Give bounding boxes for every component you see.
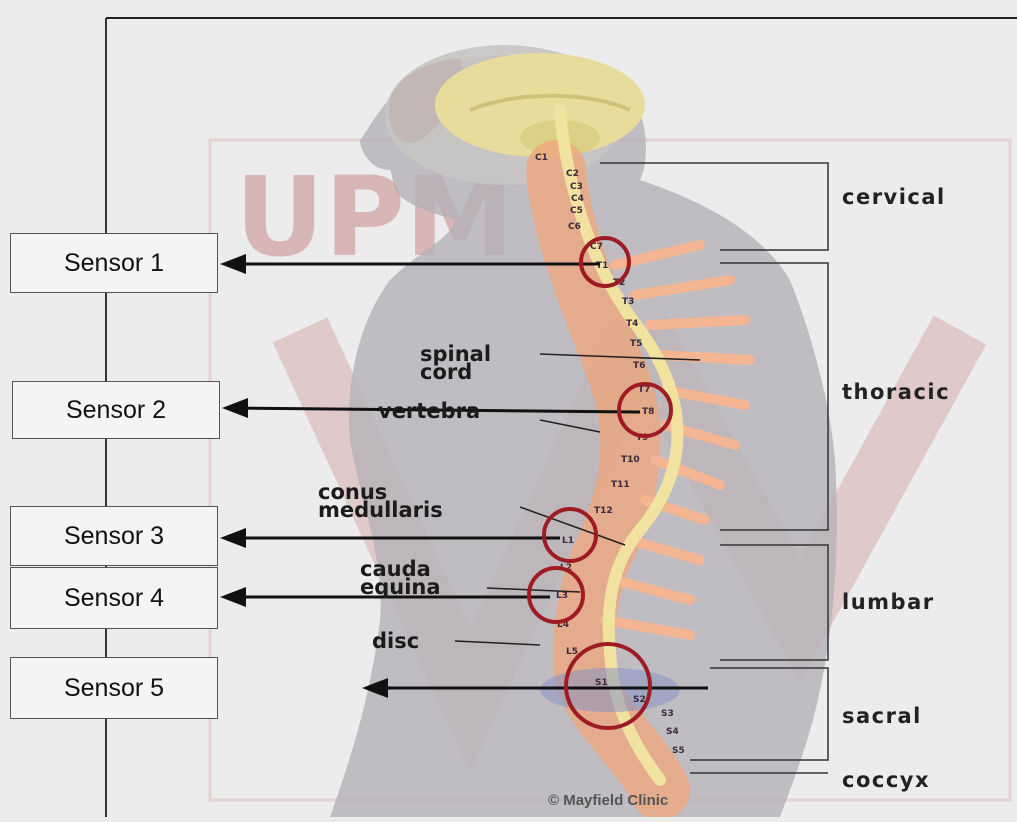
vertebra-label-t11: T11 [611,480,630,490]
vertebra-label-l1: L1 [562,536,574,546]
vertebra-label-t5: T5 [630,339,642,349]
vertebra-label-s4: S4 [666,727,679,737]
vertebra-label-t10: T10 [621,455,640,465]
vertebra-label-c6: C6 [568,222,581,232]
vertebra-label-t3: T3 [622,297,634,307]
vertebra-label-l5: L5 [566,647,578,657]
sensor-5-box: Sensor 5 [10,657,218,719]
annotation-medullaris: medullaris [318,501,443,519]
vertebra-label-c2: C2 [566,169,579,179]
vertebra-label-t6: T6 [633,361,645,371]
vertebra-label-c5: C5 [570,206,583,216]
vertebra-label-s3: S3 [661,709,674,719]
sensor-3-label: Sensor 3 [64,522,164,551]
vertebra-label-l3: L3 [556,591,568,601]
vertebra-label-s5: S5 [672,746,685,756]
annotation-conus-medullaris: conus medullaris [318,483,443,519]
region-coccyx-label: coccyx [842,768,930,792]
annotation-spinal-cord: spinal cord [420,345,491,381]
arrowhead-sensor-3 [220,528,246,548]
annotation-equina: equina [360,578,441,596]
vertebra-label-t8: T8 [642,407,654,417]
sensor-2-box: Sensor 2 [12,381,220,439]
image-credit: © Mayfield Clinic [548,792,668,809]
arrowhead-sensor-1 [220,254,246,274]
annotation-vertebra: vertebra [378,402,480,420]
sensor-4-label: Sensor 4 [64,584,164,613]
region-cervical-label: cervical [842,185,946,209]
sensor-2-label: Sensor 2 [66,396,166,425]
sensor-4-box: Sensor 4 [10,567,218,629]
vertebra-label-c3: C3 [570,182,583,192]
vertebra-label-t12: T12 [594,506,613,516]
sensor-1-box: Sensor 1 [10,233,218,293]
arrowhead-sensor-2 [222,398,248,418]
sensor-3-box: Sensor 3 [10,506,218,566]
annotation-cauda-equina: cauda equina [360,560,441,596]
region-thoracic-label: thoracic [842,380,950,404]
sensor-5-label: Sensor 5 [64,674,164,703]
region-sacral-label: sacral [842,704,922,728]
region-lumbar-label: lumbar [842,590,935,614]
vertebra-label-c4: C4 [571,194,584,204]
sensor-1-label: Sensor 1 [64,249,164,278]
vertebra-label-c1: C1 [535,153,548,163]
vertebra-label-s2: S2 [633,695,646,705]
vertebra-label-t4: T4 [626,319,638,329]
annotation-disc: disc [372,632,419,650]
arrowhead-sensor-4 [220,587,246,607]
